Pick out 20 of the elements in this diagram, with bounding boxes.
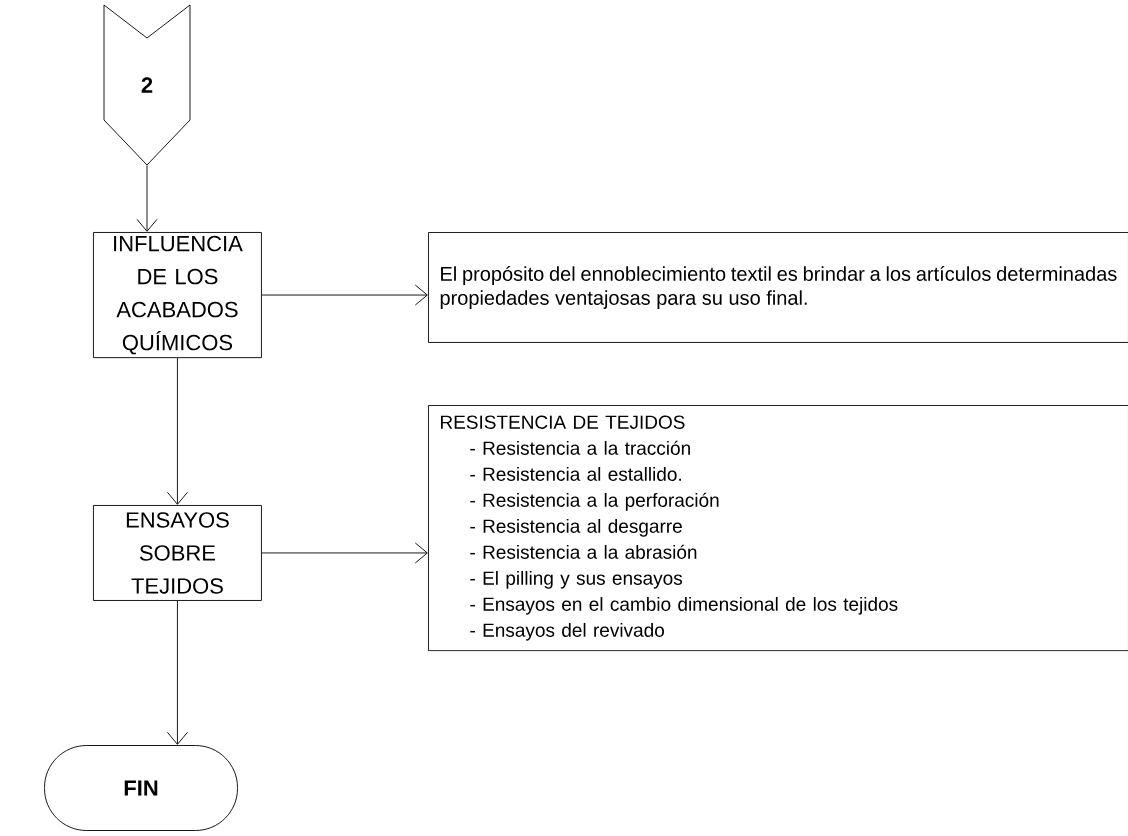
- off-page-connector: 2: [103, 4, 191, 166]
- list-item: - Resistencia a la tracción: [470, 440, 690, 455]
- note-box: El propósito del ennoblecimiento textil es brindar a los artículos determinadas propiedades ventajosas para su uso final.: [428, 232, 1128, 343]
- heading-text: RESISTENCIA DE TEJIDOS: [441, 415, 685, 429]
- arrow: [136, 165, 158, 232]
- terminator: FIN: [44, 745, 238, 831]
- list-item: - Resistencia al estallido.: [470, 466, 681, 481]
- arrow: [167, 357, 188, 505]
- process-box: ENSAYOS SOBRE TEJIDOS: [93, 505, 262, 601]
- arrow: [261, 542, 428, 564]
- note-box: [428, 405, 1128, 652]
- list-item: - Resistencia a la perforación: [470, 492, 719, 511]
- list-item: - Ensayos en el cambio dimensional de los tejidos: [470, 596, 898, 615]
- list-item: - Resistencia a la abrasión: [470, 544, 697, 559]
- arrow: [167, 600, 188, 745]
- list-item: - El pilling y sus ensayos: [470, 570, 682, 589]
- process-box: INFLUENCIA DE LOS ACABADOS QUÍMICOS: [93, 232, 262, 359]
- list-item: - Resistencia al desgarre: [470, 518, 682, 537]
- list-item: - Ensayos del revivado: [470, 622, 664, 641]
- arrow: [261, 284, 428, 306]
